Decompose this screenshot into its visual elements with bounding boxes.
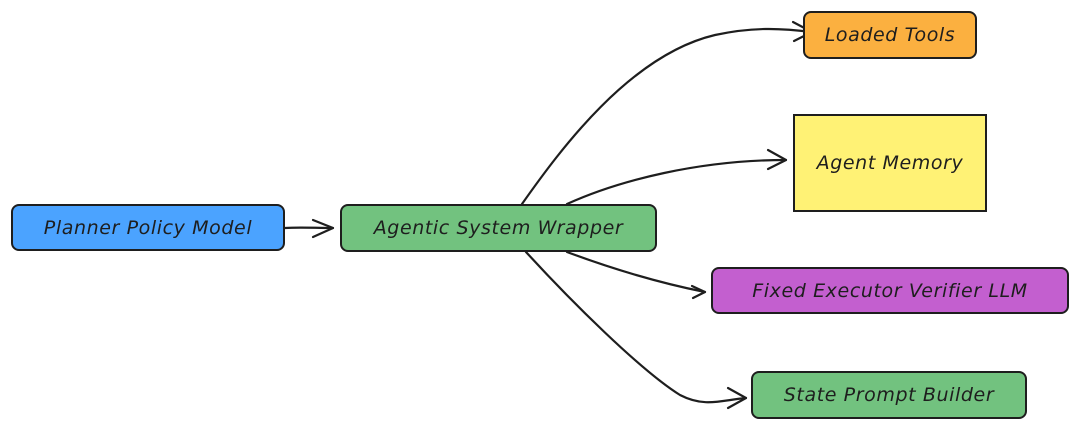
edge-planner-to-wrapper [283, 218, 335, 239]
edge-wrapper-to-memory [565, 148, 788, 206]
node-agentic-system-wrapper: Agentic System Wrapper [340, 204, 657, 252]
edge-wrapper-to-state [524, 250, 748, 410]
node-loaded-tools: Loaded Tools [803, 11, 977, 59]
node-fixed-executor-verifier-llm: Fixed Executor Verifier LLM [711, 267, 1069, 314]
node-agent-memory: Agent Memory [793, 114, 987, 212]
edge-wrapper-to-executor [565, 250, 707, 300]
node-planner-policy-model: Planner Policy Model [11, 204, 285, 251]
edge-wrapper-to-tools [520, 20, 814, 206]
node-state-prompt-builder: State Prompt Builder [751, 371, 1027, 419]
